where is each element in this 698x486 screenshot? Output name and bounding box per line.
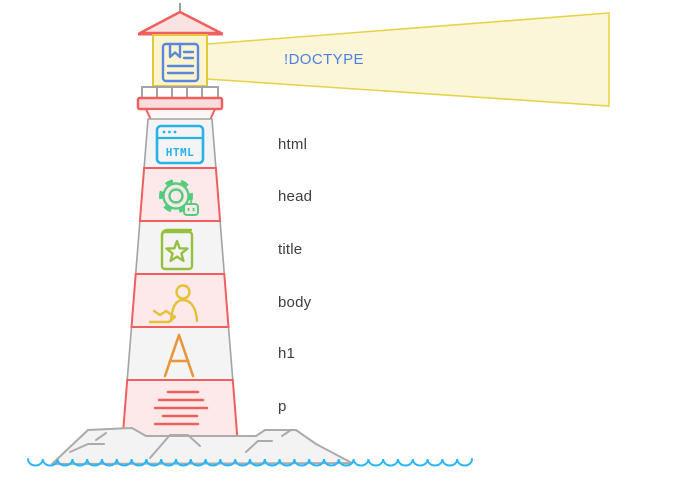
tag-label-html: html bbox=[278, 136, 308, 153]
tag-label-title: title bbox=[278, 241, 303, 258]
tag-label-body: body bbox=[278, 294, 312, 311]
tag-label-h1: h1 bbox=[278, 345, 296, 362]
letter-a-icon bbox=[163, 333, 195, 378]
light-beam bbox=[206, 12, 610, 107]
tag-label-head: head bbox=[278, 188, 313, 205]
document-bookmark-icon bbox=[161, 42, 200, 83]
waves bbox=[27, 458, 473, 467]
paragraph-lines-icon bbox=[153, 390, 209, 426]
gallery-railing bbox=[141, 86, 219, 99]
rocks bbox=[51, 427, 353, 465]
gear-robot-icon bbox=[159, 179, 199, 216]
lighthouse-roof bbox=[138, 10, 223, 36]
gallery-deck bbox=[136, 96, 224, 111]
browser-icon-text: HTML bbox=[166, 146, 195, 159]
doctype-label: !DOCTYPE bbox=[284, 51, 364, 68]
tag-label-p: p bbox=[278, 398, 287, 415]
book-star-icon bbox=[160, 228, 194, 271]
browser-window-icon: HTML bbox=[155, 124, 205, 165]
person-hand-icon bbox=[148, 284, 199, 324]
rock-facets bbox=[69, 429, 292, 459]
